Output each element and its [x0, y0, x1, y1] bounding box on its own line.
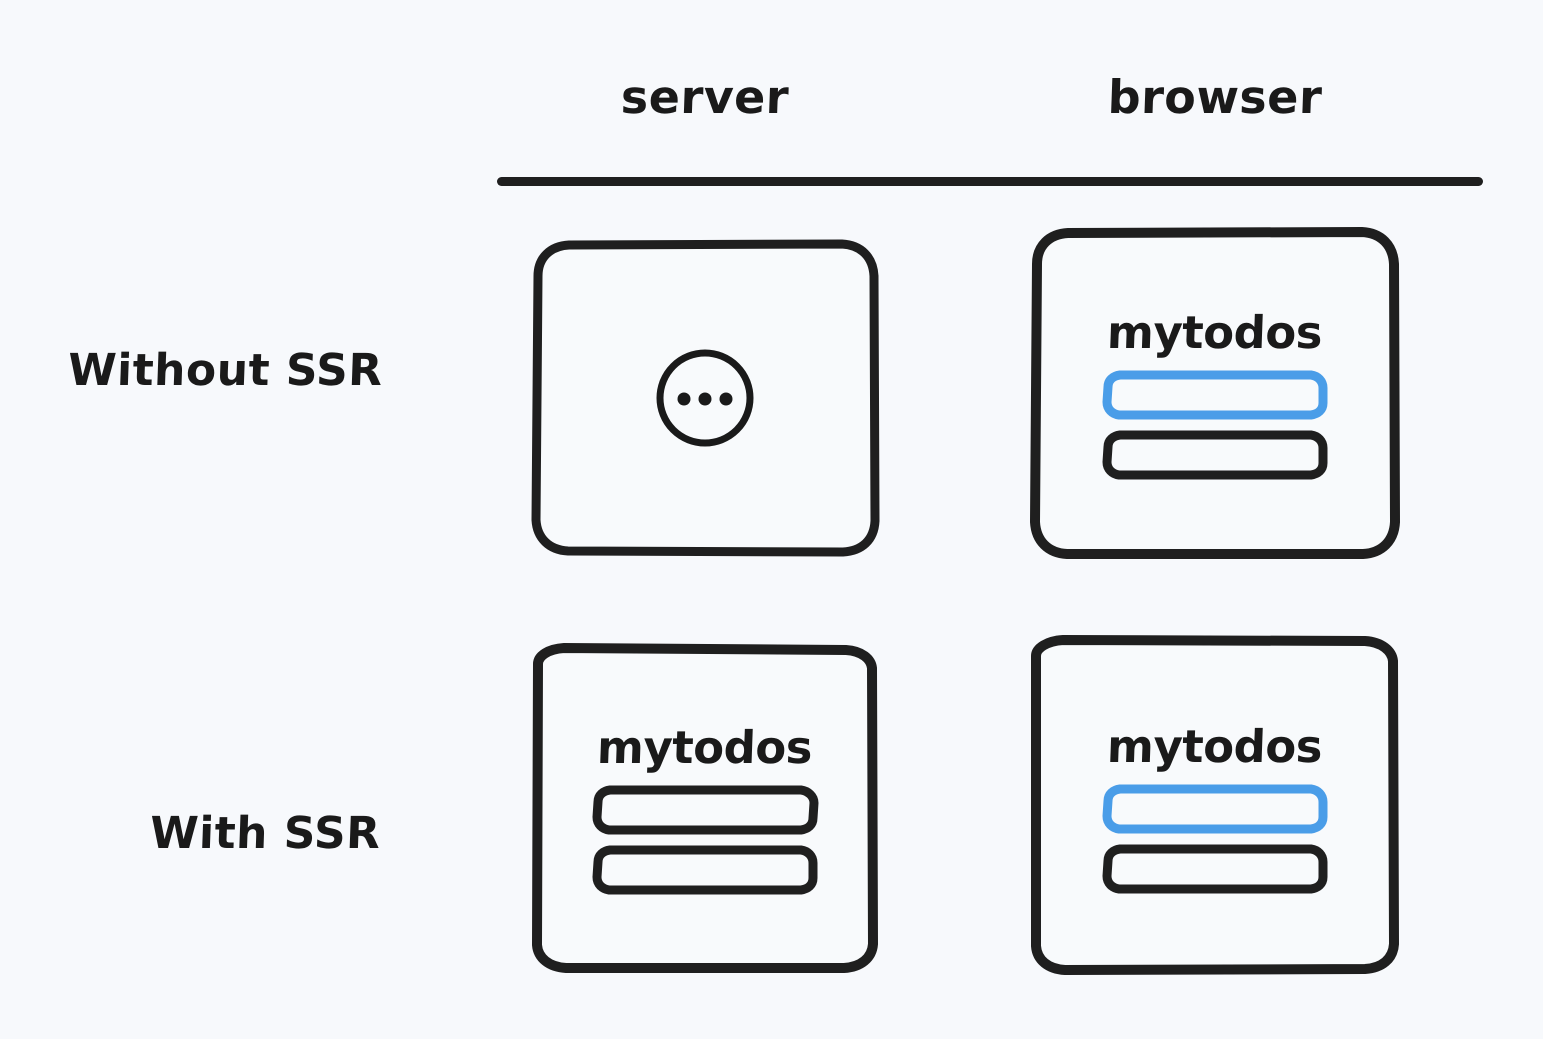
- ellipsis-circle-icon: [653, 346, 757, 450]
- todo-item-row-highlighted[interactable]: [1102, 370, 1328, 419]
- row-label-without-ssr: Without SSR: [67, 345, 384, 396]
- cell-with-ssr-server: mytodos: [524, 642, 886, 976]
- column-header-browser: browser: [1106, 70, 1324, 124]
- app-title: mytodos: [596, 720, 814, 774]
- app-mockup: mytodos: [524, 720, 886, 894]
- todo-item-row-highlighted[interactable]: [1102, 784, 1328, 833]
- app-title: mytodos: [1106, 719, 1324, 773]
- cell-with-ssr-browser: mytodos: [1024, 634, 1406, 982]
- app-title: mytodos: [1106, 305, 1324, 359]
- todo-item-row[interactable]: [592, 785, 819, 834]
- todo-item-row[interactable]: [1102, 430, 1328, 479]
- cell-without-ssr-browser: mytodos: [1024, 222, 1406, 566]
- app-mockup: mytodos: [1024, 719, 1406, 893]
- app-mockup: mytodos: [1024, 305, 1406, 479]
- todo-item-row[interactable]: [1102, 844, 1328, 893]
- cell-without-ssr-server: loading: [524, 232, 886, 564]
- header-divider-line: [497, 177, 1483, 186]
- row-label-with-ssr: With SSR: [149, 808, 382, 859]
- column-header-server: server: [619, 70, 791, 124]
- todo-item-row[interactable]: [592, 845, 818, 894]
